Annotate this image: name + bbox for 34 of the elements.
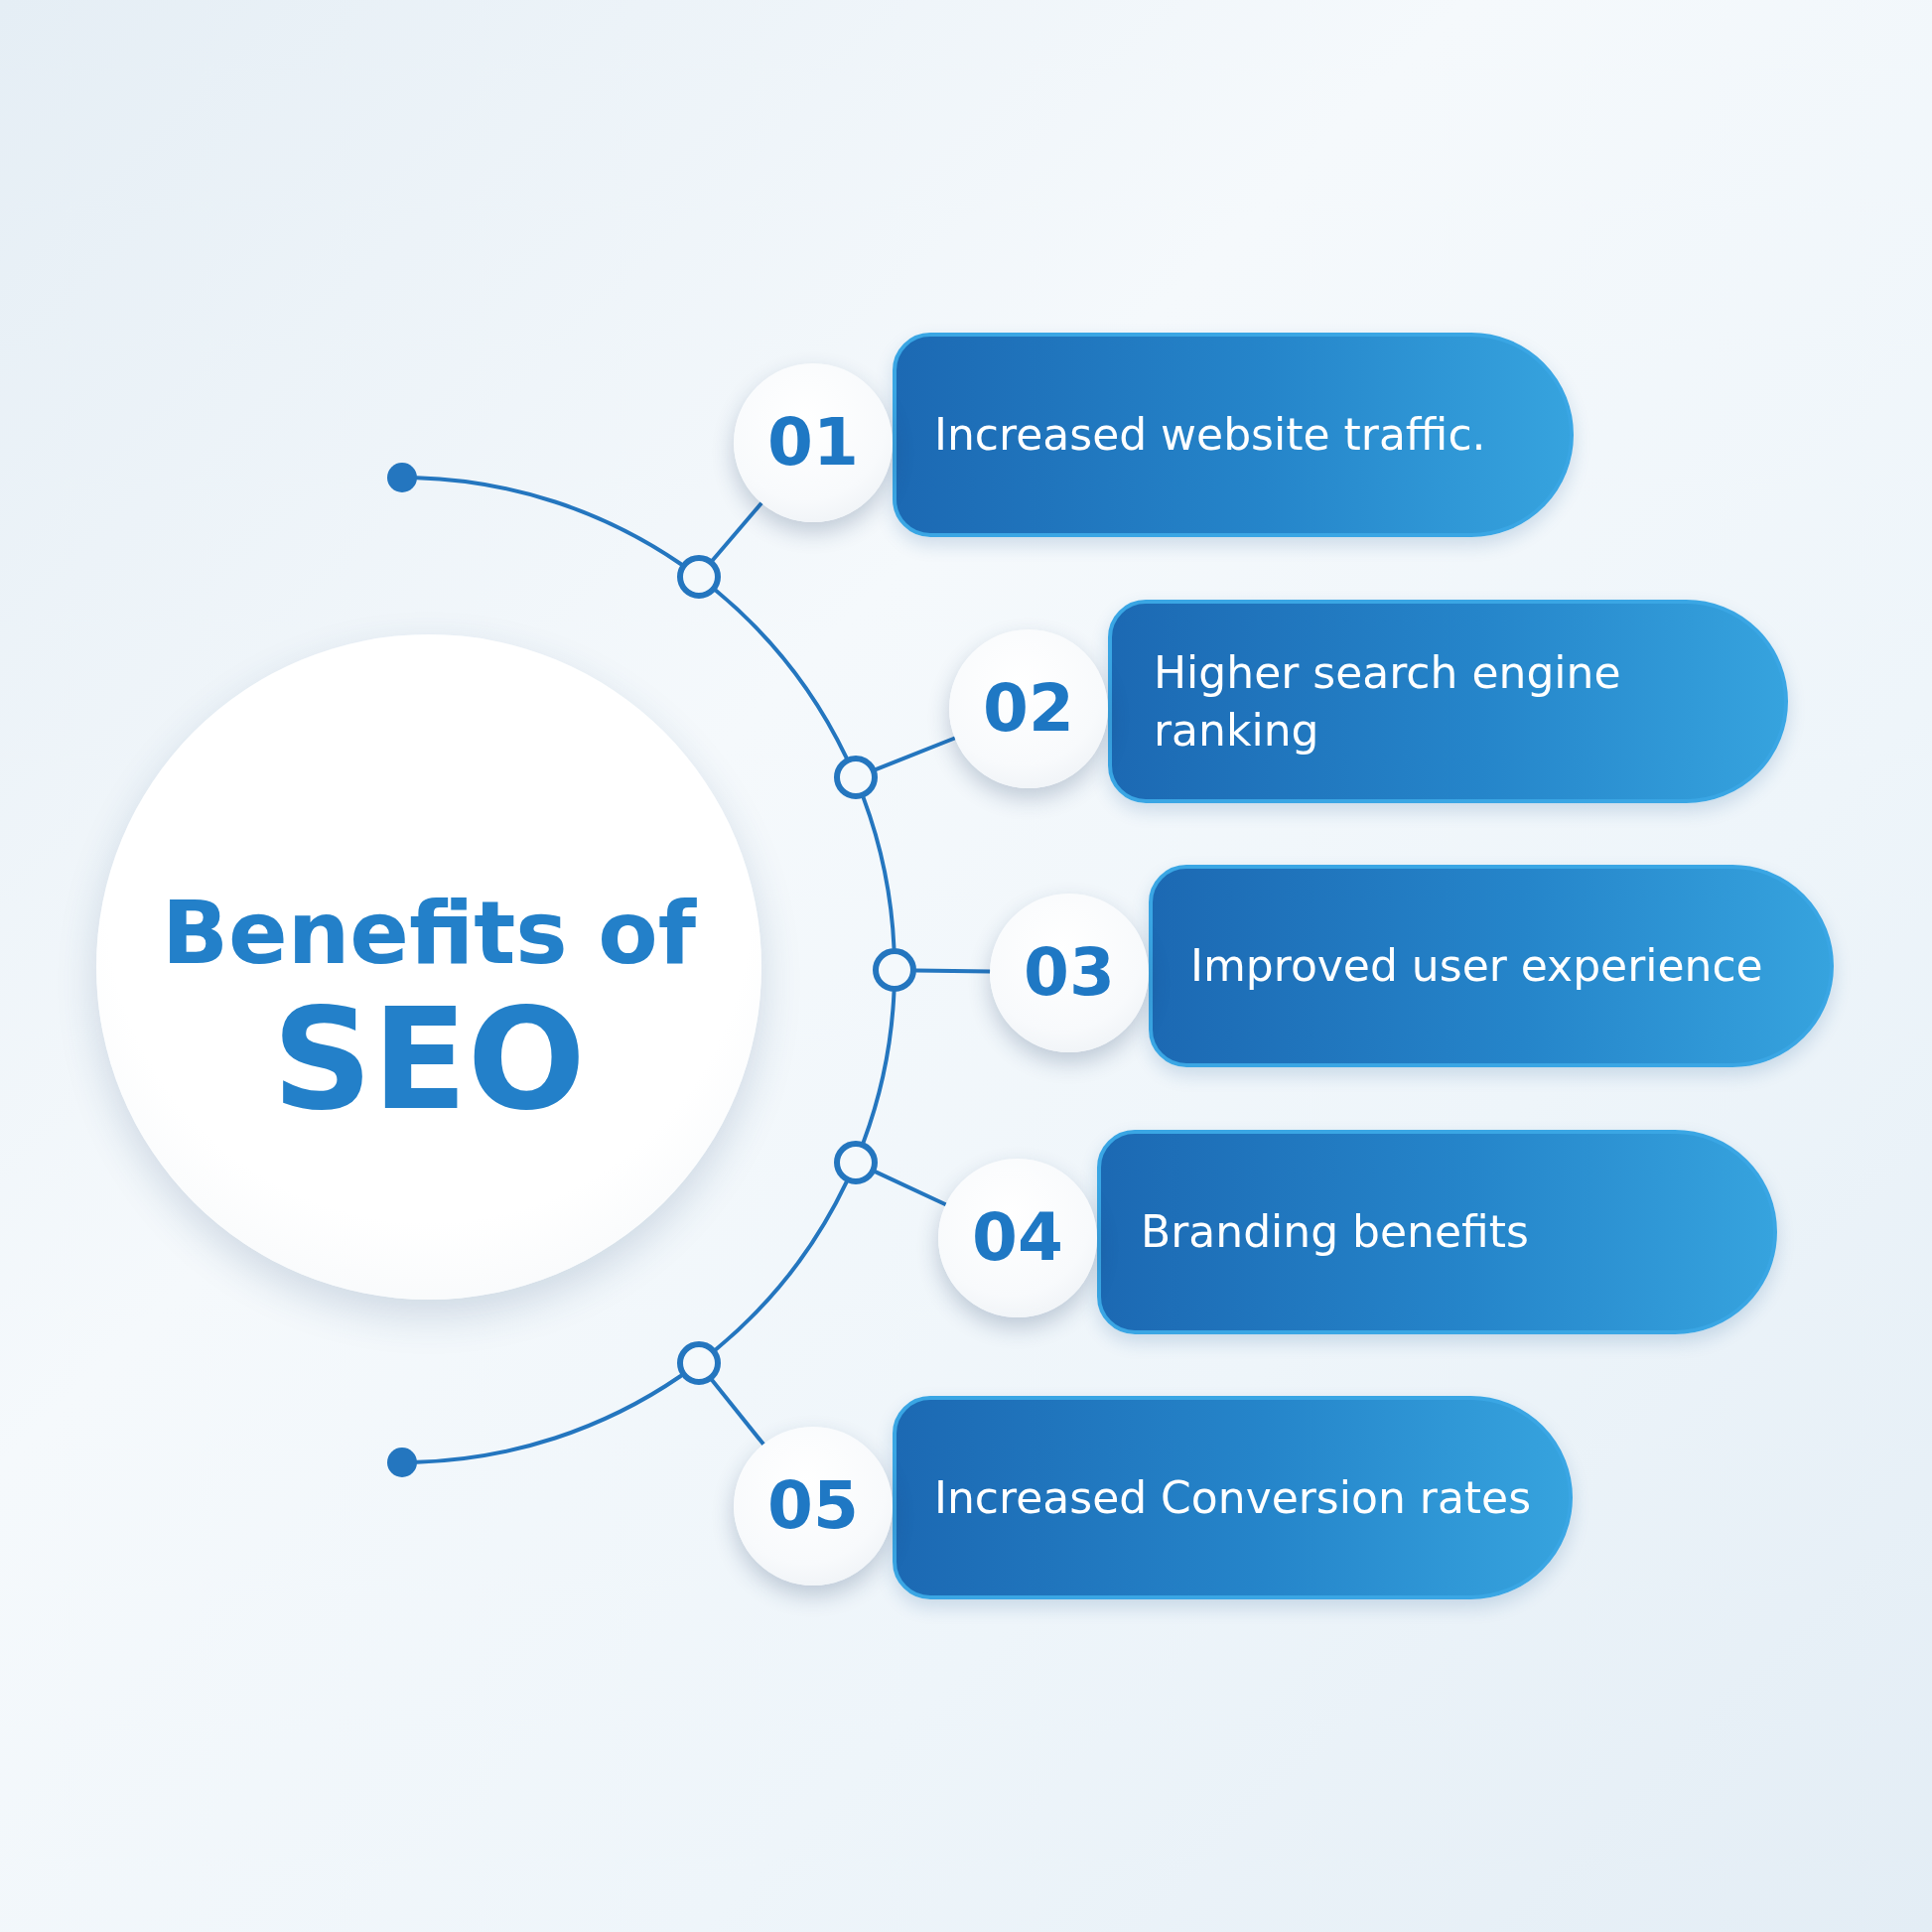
benefit-pill xyxy=(1149,865,1834,1067)
connector-line xyxy=(914,968,992,974)
heading-text: SEO xyxy=(272,982,586,1139)
step-number: 02 xyxy=(983,676,1074,742)
benefit-text: Increased website traffic. xyxy=(934,408,1486,463)
benefit-pill xyxy=(893,333,1574,537)
arc-line xyxy=(713,1179,849,1352)
benefit-text: Higher search engine ranking xyxy=(1154,646,1622,758)
arc-line xyxy=(861,990,897,1145)
connector-line xyxy=(873,1170,948,1207)
ring-marker xyxy=(676,1341,721,1386)
arc-line xyxy=(415,1374,683,1464)
benefit-pill xyxy=(1108,600,1788,803)
benefit-text: Improved user experience xyxy=(1190,939,1763,994)
benefit-text: Branding benefits xyxy=(1141,1205,1529,1260)
endpoint-dot xyxy=(387,463,417,492)
heading-text: Benefits of xyxy=(161,885,697,983)
connector-line xyxy=(710,1378,765,1447)
step-number: 01 xyxy=(767,410,859,476)
benefit-pill xyxy=(893,1396,1573,1599)
arc-line xyxy=(713,588,849,760)
step-number: 05 xyxy=(767,1473,859,1539)
benefit-pill xyxy=(1097,1130,1777,1334)
step-number: 04 xyxy=(972,1205,1063,1271)
arc-line xyxy=(861,795,897,950)
ring-marker xyxy=(873,948,916,992)
connector-line xyxy=(874,736,957,772)
number-circle xyxy=(938,1159,1097,1317)
ring-marker xyxy=(676,554,721,599)
step-number: 03 xyxy=(1024,940,1115,1006)
endpoint-dot xyxy=(387,1448,417,1477)
connector-line xyxy=(710,500,763,563)
benefit-text: Increased Conversion rates xyxy=(934,1470,1532,1525)
arc-line xyxy=(415,476,683,566)
